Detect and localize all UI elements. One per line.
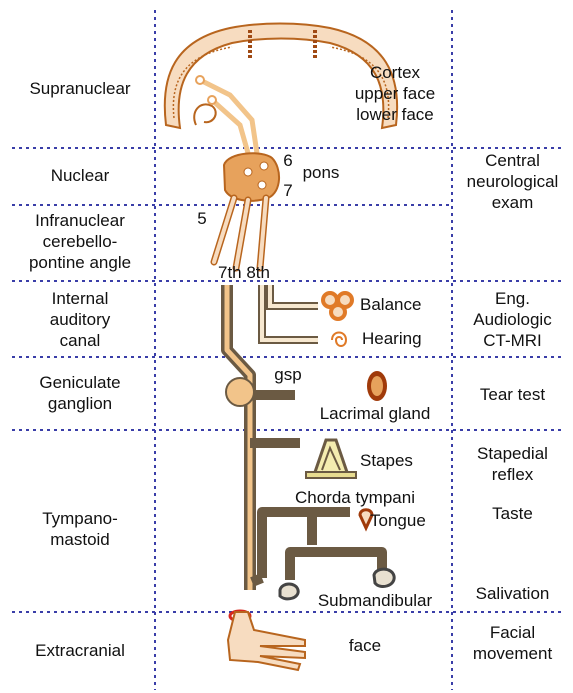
label-7th-8th: 7th 8th xyxy=(204,262,284,283)
label-cortex: Cortex upper face lower face xyxy=(340,62,450,125)
label-nerve-6: 6 xyxy=(280,150,296,171)
level-extracranial: Extracranial xyxy=(10,640,150,661)
test-central-exam: Central neurological exam xyxy=(455,150,570,213)
test-eng-audiologic: Eng. Audiologic CT-MRI xyxy=(455,288,570,351)
label-hearing: Hearing xyxy=(362,328,442,349)
label-gsp: gsp xyxy=(268,364,308,385)
label-pons: pons xyxy=(296,162,346,183)
label-lacrimal-gland: Lacrimal gland xyxy=(305,403,445,424)
face-muscles-icon xyxy=(228,611,305,670)
pons-nucleus xyxy=(224,153,279,201)
label-balance: Balance xyxy=(360,294,440,315)
vestibulocochlear-nerve xyxy=(262,285,318,340)
level-geniculate-ganglion: Geniculate ganglion xyxy=(10,372,150,414)
stapes-icon xyxy=(306,440,356,478)
label-nerve-7: 7 xyxy=(280,180,296,201)
semicircular-canals-icon xyxy=(323,293,352,319)
label-stapes: Stapes xyxy=(360,450,430,471)
label-submandibular: Submandibular xyxy=(300,590,450,611)
level-infranuclear: Infranuclear cerebello- pontine angle xyxy=(10,210,150,273)
label-tongue: Tongue xyxy=(370,510,450,531)
test-tear-test: Tear test xyxy=(455,384,570,405)
lacrimal-gland-icon xyxy=(367,371,387,401)
test-taste: Taste xyxy=(455,503,570,524)
level-tympanomastoid: Tympano- mastoid xyxy=(10,508,150,550)
cranial-nerve-bundles xyxy=(214,198,266,268)
level-supranuclear: Supranuclear xyxy=(10,78,150,99)
facial-nerve-trunk xyxy=(227,285,382,590)
label-chorda-tympani: Chorda tympani xyxy=(280,487,430,508)
label-face: face xyxy=(340,635,390,656)
test-salivation: Salivation xyxy=(455,583,570,604)
level-internal-auditory-canal: Internal auditory canal xyxy=(10,288,150,351)
label-nerve-5: 5 xyxy=(194,208,210,229)
cochlea-icon xyxy=(332,333,346,347)
geniculate-ganglion-icon xyxy=(226,378,254,406)
test-facial-movement: Facial movement xyxy=(455,622,570,664)
test-stapedial-reflex: Stapedial reflex xyxy=(455,443,570,485)
level-nuclear: Nuclear xyxy=(10,165,150,186)
